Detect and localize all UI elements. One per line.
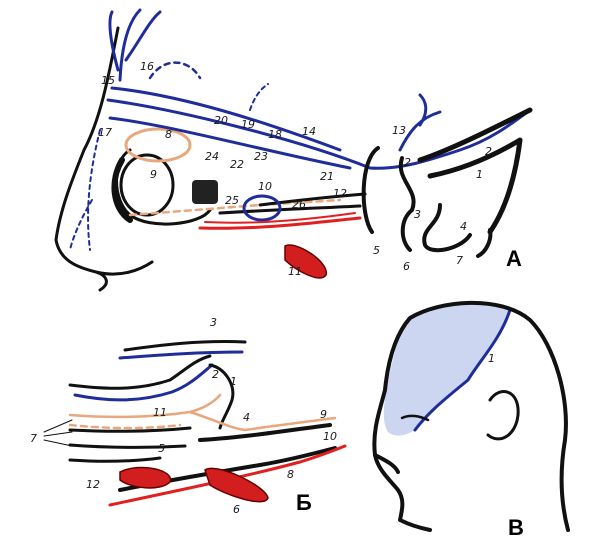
b-vessel-left xyxy=(119,466,172,489)
label-a-22: 22 xyxy=(230,158,244,171)
label-a-16: 16 xyxy=(140,60,154,73)
label-a-4: 4 xyxy=(460,220,467,233)
artery-a-1 xyxy=(198,216,362,230)
v-boundary-blue xyxy=(413,308,512,432)
label-a-17: 17 xyxy=(98,126,112,139)
label-v-1: 1 xyxy=(488,352,495,365)
b-top-ink xyxy=(68,340,247,390)
line-26 xyxy=(258,192,367,207)
label-a-12: 12 xyxy=(333,187,347,200)
labels-a: 1 2 2 3 4 5 6 7 8 9 10 11 12 13 14 15 16… xyxy=(98,60,492,278)
label-a-6: 6 xyxy=(403,260,410,273)
label-a-23: 23 xyxy=(254,150,268,163)
panel-letter-v: В xyxy=(508,515,524,540)
ear-bracket xyxy=(361,146,380,234)
b-orange-dashed xyxy=(68,423,182,430)
v-eye xyxy=(400,414,430,422)
label-a-2l: 2 xyxy=(404,156,411,169)
label-b-10: 10 xyxy=(323,430,337,443)
label-b-4: 4 xyxy=(243,411,250,424)
ganglion-10 xyxy=(242,194,282,222)
label-a-25: 25 xyxy=(225,194,239,207)
branch-dashed-19 xyxy=(249,83,269,111)
panel-letter-b: Б xyxy=(296,490,312,515)
label-a-1: 1 xyxy=(476,168,483,181)
label-b-6: 6 xyxy=(233,503,240,516)
label-a-21: 21 xyxy=(320,170,334,183)
label-a-8: 8 xyxy=(165,128,172,141)
label-b-3: 3 xyxy=(210,316,217,329)
branch-13 xyxy=(398,93,442,152)
labels-b: 1 2 3 4 5 6 7 8 9 10 11 12 xyxy=(30,316,337,516)
label-a-10: 10 xyxy=(258,180,272,193)
label-a-13: 13 xyxy=(392,124,406,137)
label-a-9: 9 xyxy=(150,168,157,181)
panel-a xyxy=(54,8,533,292)
label-a-3: 3 xyxy=(414,208,421,221)
v-ear xyxy=(486,390,520,441)
label-a-14: 14 xyxy=(302,125,316,138)
label-a-26: 26 xyxy=(292,198,306,211)
label-a-20: 20 xyxy=(214,114,228,127)
panel-v xyxy=(372,300,570,532)
label-a-24: 24 xyxy=(205,150,219,163)
label-b-9: 9 xyxy=(320,408,327,421)
v-shaded-area xyxy=(383,303,510,436)
lacrimal-gland xyxy=(124,127,192,163)
muscle-block xyxy=(192,180,218,204)
nasociliary-nerve xyxy=(108,116,352,170)
label-a-2r: 2 xyxy=(485,145,492,158)
b-loop xyxy=(208,363,235,430)
b-vessel-6 xyxy=(204,467,269,503)
leader-7 xyxy=(43,419,73,447)
label-b-8: 8 xyxy=(287,468,294,481)
b-top-blue xyxy=(73,350,244,402)
label-a-11: 11 xyxy=(288,265,302,278)
branch-dashed-top xyxy=(148,61,202,80)
label-b-12: 12 xyxy=(86,478,100,491)
label-a-7: 7 xyxy=(456,254,463,267)
eyeball xyxy=(119,153,175,217)
panel-b xyxy=(68,340,347,507)
maxillary-line xyxy=(218,204,362,215)
label-a-5: 5 xyxy=(373,244,380,257)
b-orange-path xyxy=(68,393,337,432)
label-a-19: 19 xyxy=(241,118,255,131)
label-b-7: 7 xyxy=(30,432,37,445)
label-a-15: 15 xyxy=(101,74,115,87)
face-profile-a xyxy=(54,26,154,292)
v-head-outline xyxy=(372,300,570,532)
frontal-nerve xyxy=(110,86,342,152)
vessel-11 xyxy=(284,244,327,279)
panel-letter-a: А xyxy=(506,246,522,271)
b-artery xyxy=(108,444,347,507)
trigeminal-root-outline xyxy=(417,107,533,235)
orange-dashed-a xyxy=(128,198,342,217)
b-lines-7 xyxy=(68,426,192,463)
branch-17-dashed xyxy=(69,129,101,251)
label-a-18: 18 xyxy=(268,128,282,141)
orbit-bone xyxy=(111,157,133,223)
label-b-11: 11 xyxy=(153,406,167,419)
branch-16 xyxy=(108,8,162,82)
label-b-2: 2 xyxy=(212,368,219,381)
ophthalmic-nerve xyxy=(106,98,532,170)
label-b-1: 1 xyxy=(230,375,237,388)
artery-a-2 xyxy=(204,212,356,224)
label-b-5: 5 xyxy=(158,442,165,455)
